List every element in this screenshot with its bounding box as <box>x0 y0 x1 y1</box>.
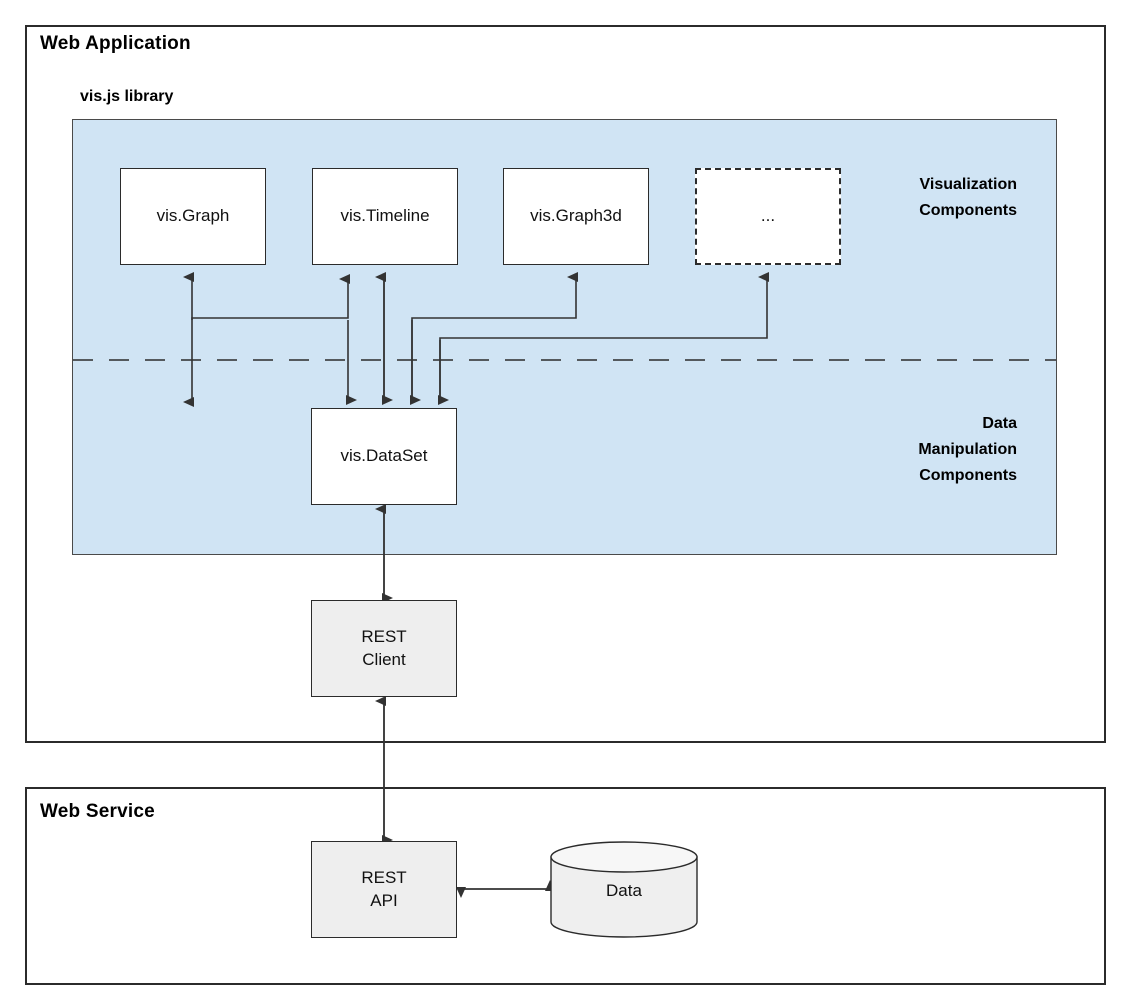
container-web-service-title: Web Service <box>40 801 155 822</box>
node-rest-client[interactable]: REST Client <box>311 600 457 697</box>
node-data-store-label: Data <box>606 881 642 900</box>
node-rest-client-label: REST Client <box>361 626 407 669</box>
node-data-store[interactable]: Data <box>550 841 698 938</box>
node-vis-graph3d[interactable]: vis.Graph3d <box>503 168 649 265</box>
database-icon <box>550 841 698 938</box>
container-web-application-title: Web Application <box>40 33 191 54</box>
zone-label-visualization: Visualization Components <box>919 176 1017 219</box>
node-vis-timeline-label: vis.Timeline <box>340 206 430 226</box>
node-vis-dataset[interactable]: vis.DataSet <box>311 408 457 505</box>
node-vis-dataset-label: vis.DataSet <box>340 446 428 466</box>
node-vis-more[interactable]: ... <box>695 168 841 265</box>
node-rest-api[interactable]: REST API <box>311 841 457 938</box>
zone-label-data-manipulation: Data Manipulation Components <box>918 415 1017 484</box>
node-vis-timeline[interactable]: vis.Timeline <box>312 168 458 265</box>
library-title: vis.js library <box>80 88 174 105</box>
node-vis-graph3d-label: vis.Graph3d <box>530 206 622 226</box>
node-rest-api-label: REST API <box>361 867 407 910</box>
container-web-service <box>25 787 1106 985</box>
container-web-application <box>25 25 1106 743</box>
node-vis-graph[interactable]: vis.Graph <box>120 168 266 265</box>
node-vis-more-label: ... <box>760 206 776 226</box>
node-vis-graph-label: vis.Graph <box>156 206 230 226</box>
